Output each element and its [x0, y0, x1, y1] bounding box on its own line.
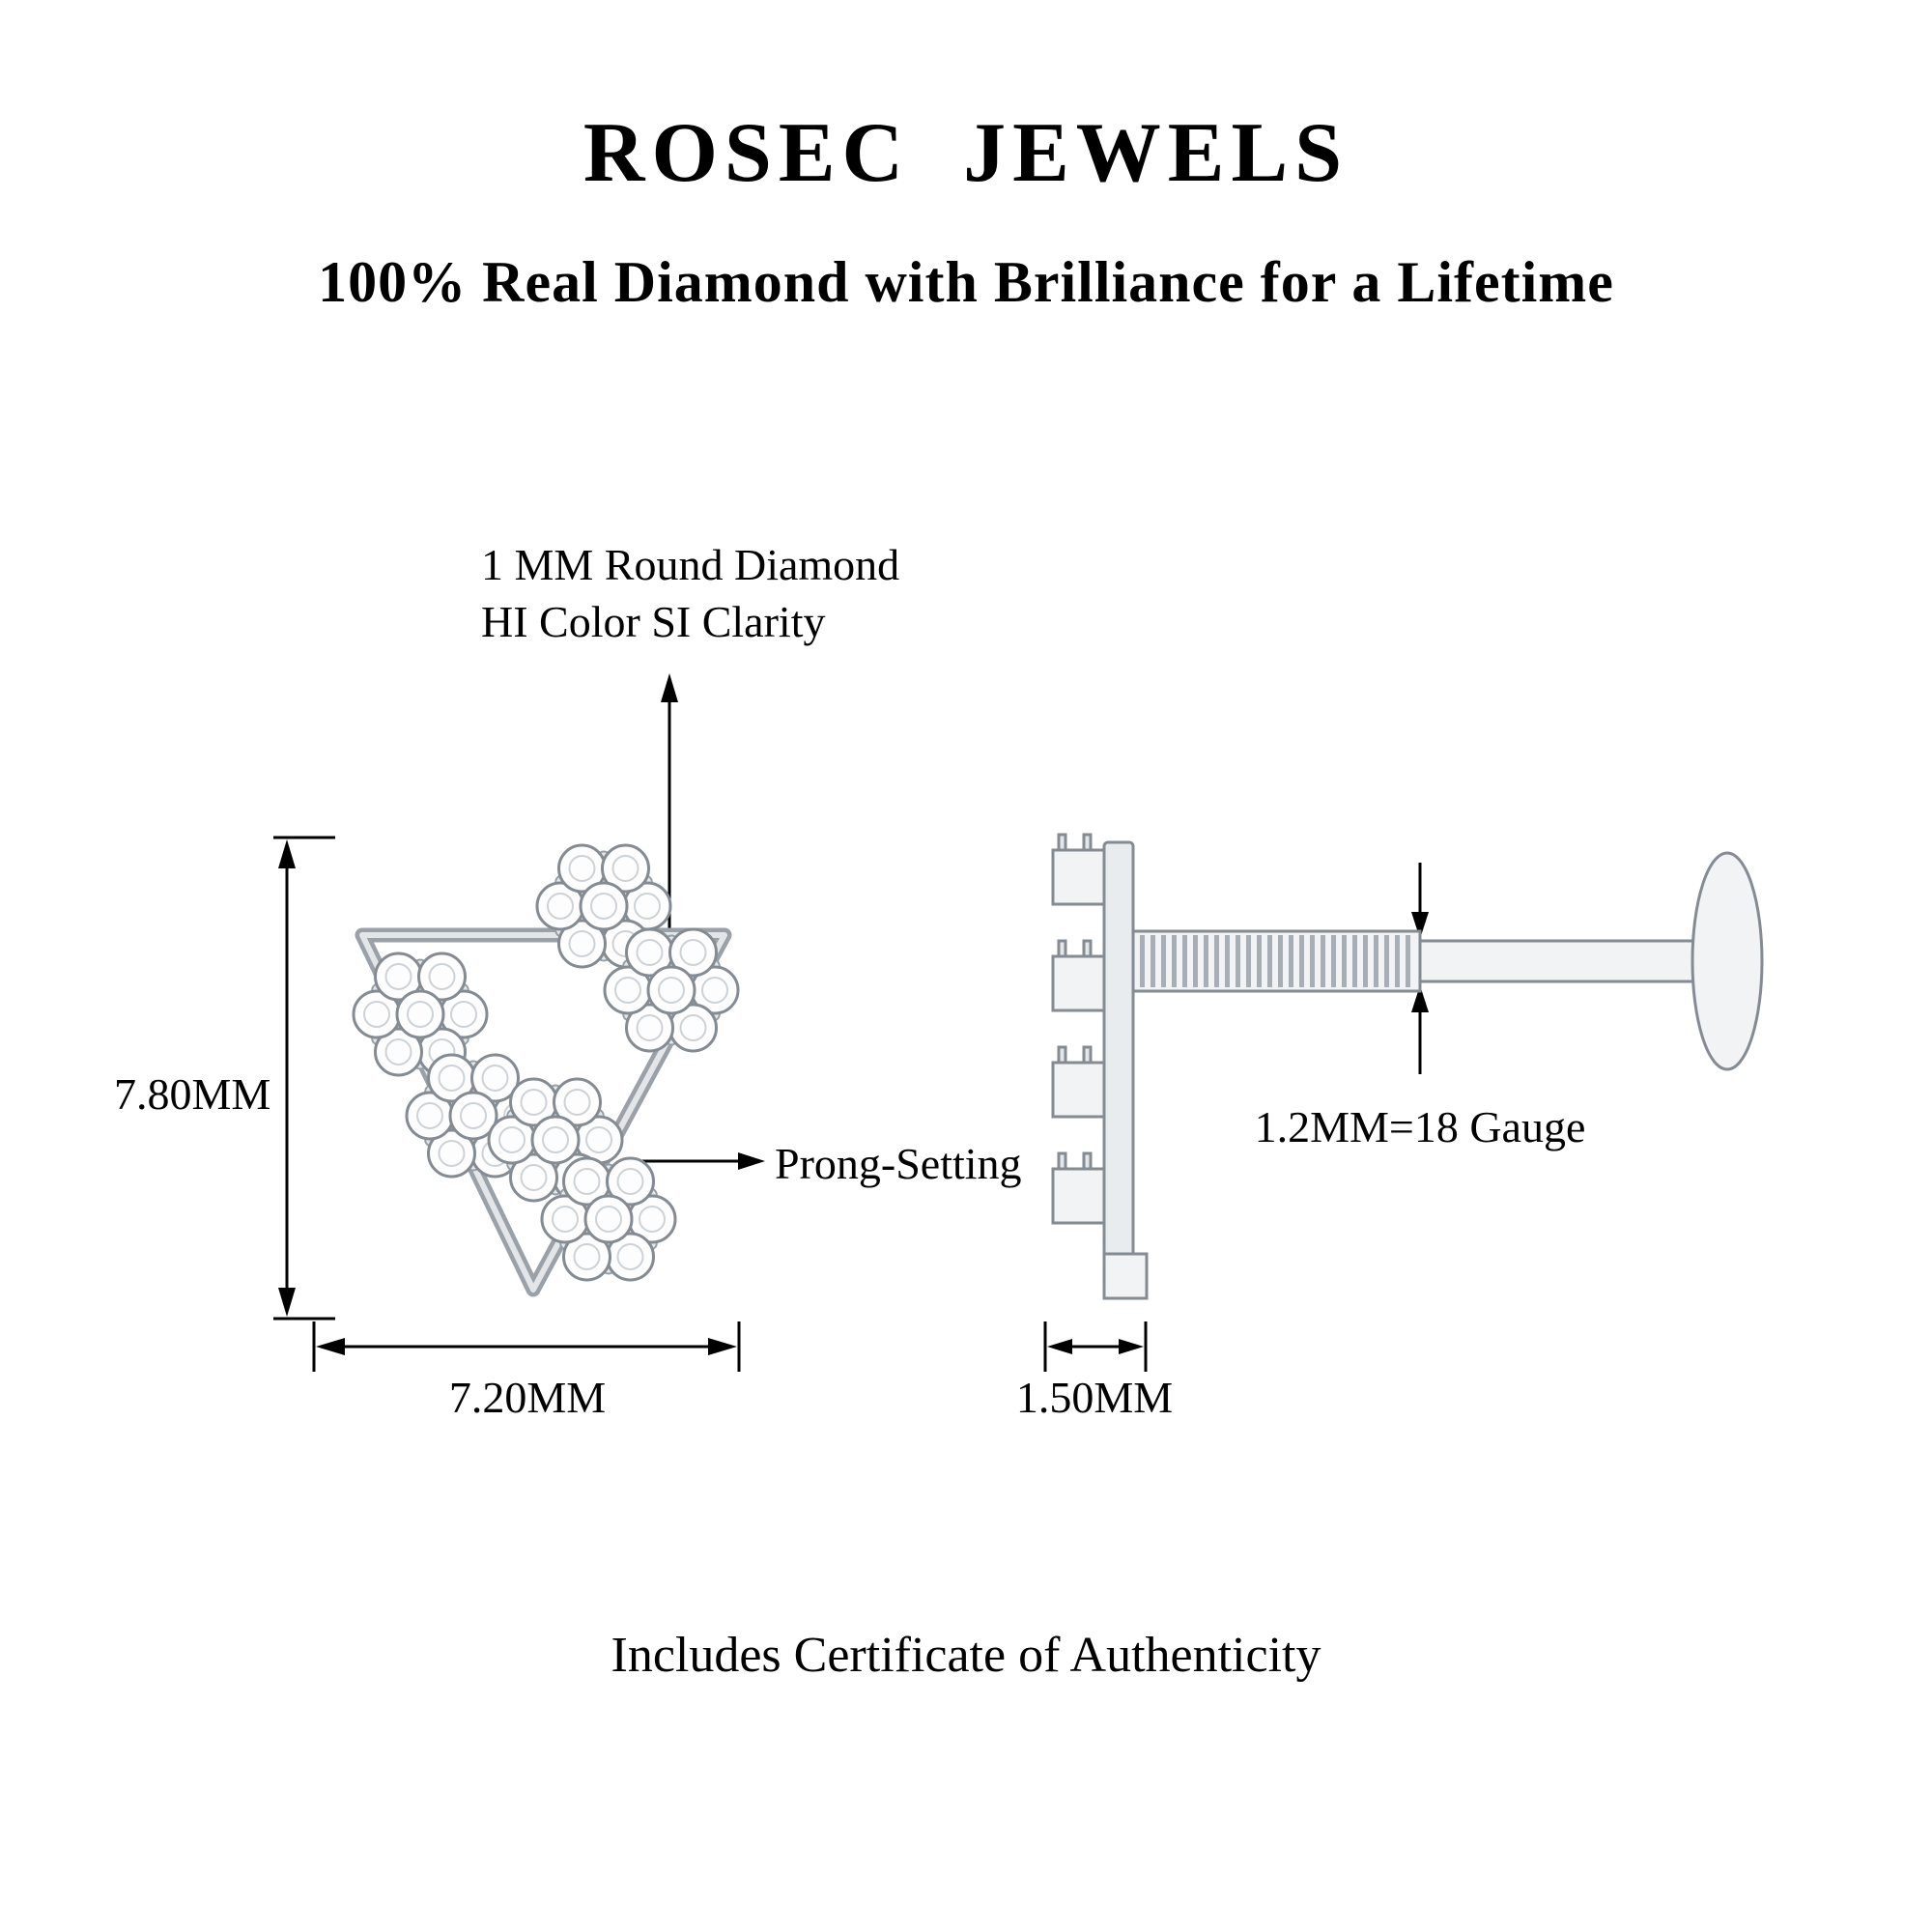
side-face-plate	[1102, 840, 1135, 1298]
front-height-label: 7.80MM	[114, 1069, 271, 1119]
earring-front-view-drawing	[352, 843, 740, 1297]
side-cluster-tier	[1051, 1061, 1106, 1119]
screw-thread-section	[1131, 929, 1422, 993]
diamond-spec-callout: 1 MM Round Diamond HI Color SI Clarity	[481, 537, 899, 651]
front-width-label: 7.20MM	[448, 1373, 607, 1422]
prong-setting-callout: Prong-Setting	[775, 1139, 1022, 1188]
certificate-note: Includes Certificate of Authenticity	[611, 1628, 1321, 1683]
diamond-spec-line1: 1 MM Round Diamond	[481, 540, 900, 589]
diamond-spec-line2: HI Color SI Clarity	[481, 596, 826, 646]
front-height-dimension	[273, 836, 335, 1321]
post-smooth-section	[1418, 939, 1696, 983]
side-cluster-tier	[1051, 1167, 1106, 1225]
prong-leader-arrow	[641, 1152, 765, 1170]
flat-back-disc	[1690, 851, 1764, 1071]
side-cluster-tier	[1051, 848, 1106, 906]
side-face-foot	[1102, 1252, 1149, 1300]
front-width-dimension	[312, 1321, 741, 1372]
side-depth-dimension	[1043, 1321, 1148, 1372]
page-subtitle: 100% Real Diamond with Brilliance for a …	[318, 250, 1614, 314]
gauge-dimension-arrows	[1411, 863, 1429, 1074]
brand-title: ROSEC JEWELS	[582, 106, 1350, 200]
earring-side-view-drawing	[1051, 833, 1764, 1300]
side-depth-label: 1.50MM	[1015, 1373, 1174, 1422]
gauge-callout: 1.2MM=18 Gauge	[1254, 1102, 1586, 1151]
side-cluster-tier	[1051, 954, 1106, 1012]
